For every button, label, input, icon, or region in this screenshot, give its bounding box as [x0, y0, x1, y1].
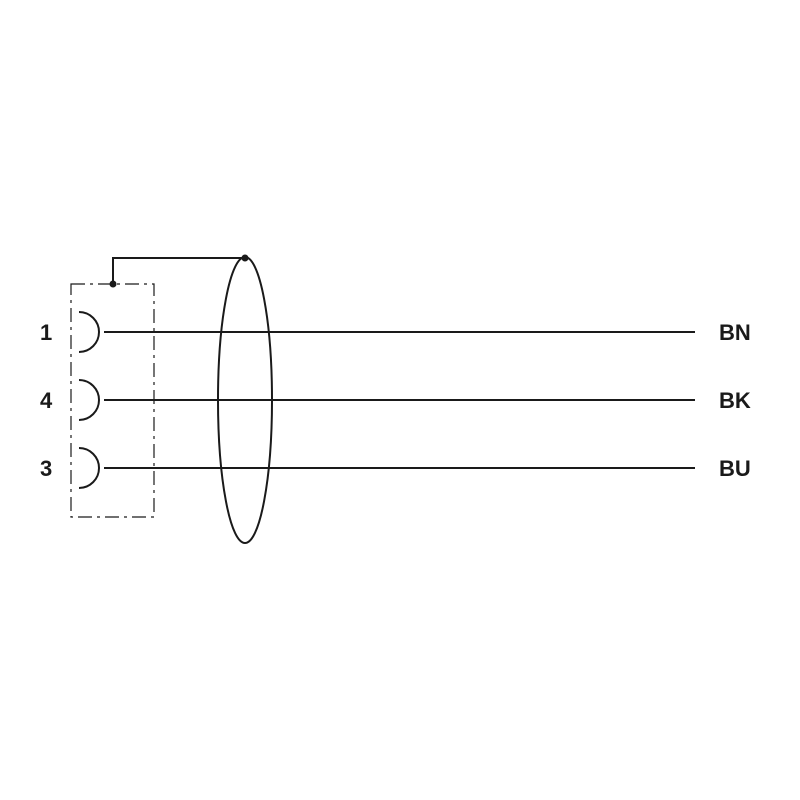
wire-color-label: BK [719, 388, 751, 413]
pin-number-label: 1 [40, 320, 52, 345]
wire-color-label: BN [719, 320, 751, 345]
socket-contact-symbol [78, 311, 100, 353]
pin-number-label: 4 [40, 388, 53, 413]
wire-color-label: BU [719, 456, 751, 481]
housing-junction-dot [109, 280, 117, 288]
pin-row-3: 3 BU [40, 447, 751, 489]
pin-number-label: 3 [40, 456, 52, 481]
socket-contact-symbol [78, 447, 100, 489]
pin-row-4: 4 BK [40, 379, 751, 421]
socket-contact-symbol [78, 379, 100, 421]
pin-row-1: 1 BN [40, 311, 751, 353]
shield-drain-wire [112, 257, 245, 284]
